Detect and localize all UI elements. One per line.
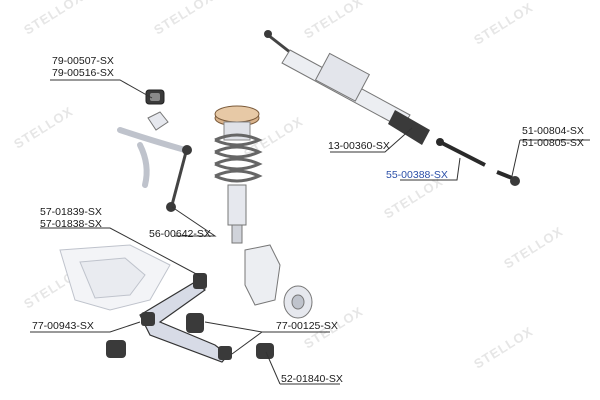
leader-lines (30, 79, 590, 385)
steering-rack (264, 30, 430, 145)
label-axial-joint: 55-00388-SX (386, 169, 448, 181)
strut-assembly (214, 105, 263, 244)
axial-joint (436, 138, 486, 167)
stabilizer-bushing (145, 89, 169, 131)
lower-control-arm (139, 273, 232, 363)
steering-knuckle (244, 244, 313, 319)
label-stab-bushing-2: 79-00516-SX (52, 67, 114, 79)
label-tie-rod-end-2: 51-00805-SX (522, 137, 584, 149)
arm-bushings (106, 313, 274, 359)
label-tie-rod-end-1: 51-00804-SX (522, 125, 584, 137)
stabilizer-link (166, 145, 192, 212)
stabilizer-bar (117, 127, 188, 188)
tie-rod-end (496, 170, 520, 186)
label-control-arm-2: 57-01838-SX (40, 218, 102, 230)
label-stab-link: 56-00642-SX (149, 228, 211, 240)
label-stab-bushing-1: 79-00507-SX (52, 55, 114, 67)
label-arm-bushing-b: 77-00125-SX (276, 320, 338, 332)
label-arm-bushing-a: 77-00943-SX (32, 320, 94, 332)
label-ball-joint: 52-01840-SX (281, 373, 343, 385)
label-steering-rack: 13-00360-SX (328, 140, 390, 152)
label-control-arm-1: 57-01839-SX (40, 206, 102, 218)
subframe (59, 244, 171, 311)
